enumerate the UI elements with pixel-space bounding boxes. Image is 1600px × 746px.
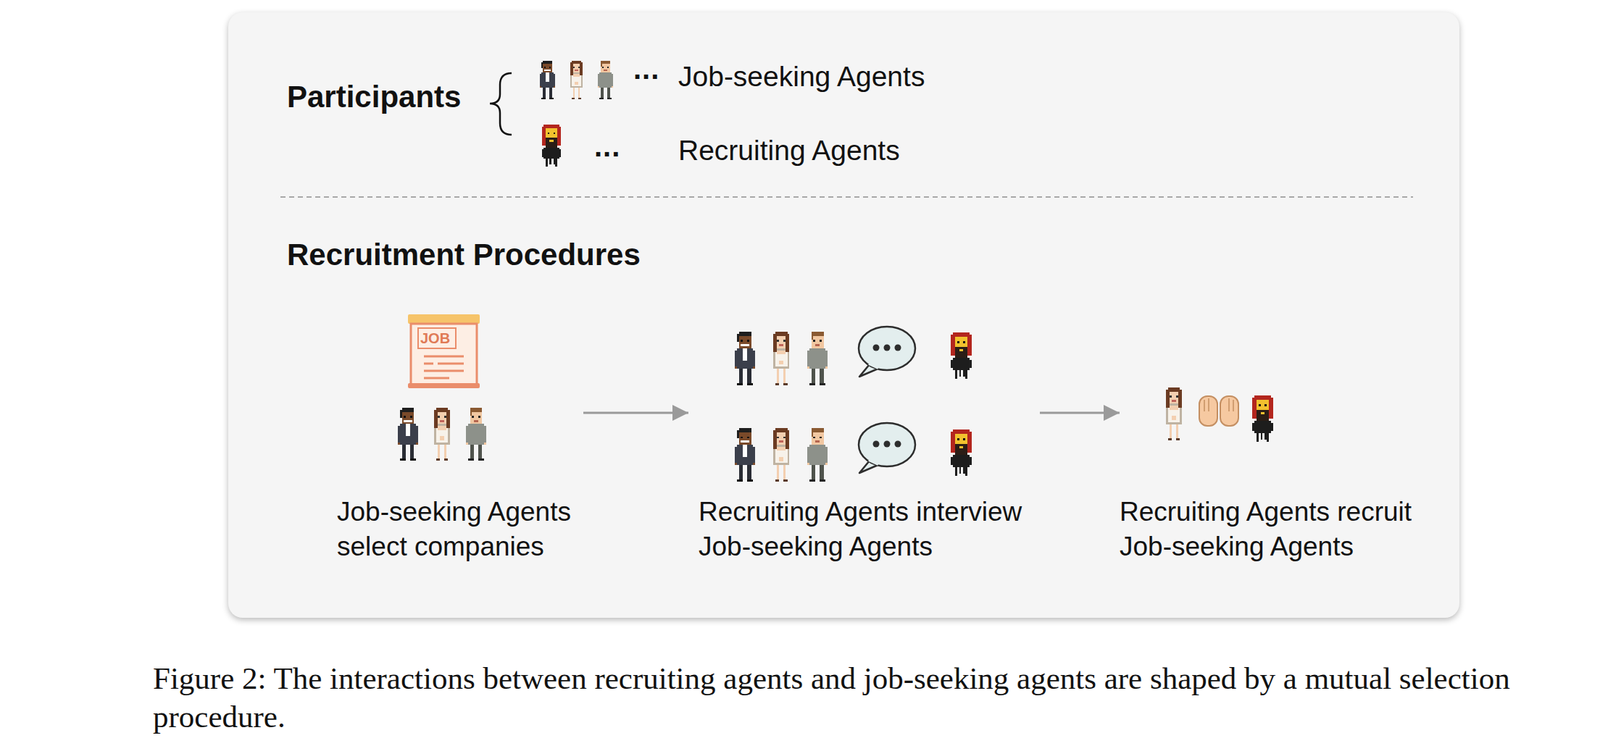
label-slot: Recruiting Agents: [678, 134, 900, 168]
icon-text: JOB: [420, 329, 450, 348]
step-box: Recruiting Agents interview Job-seeking …: [688, 311, 1040, 574]
ellipsis: ...: [633, 54, 660, 84]
role-label: Recruiting Agents: [678, 134, 900, 168]
label-slot: ...: [594, 131, 621, 161]
label-slot: JOB: [420, 329, 450, 348]
section-heading: Recruitment Procedures: [286, 237, 1460, 273]
step-box: Recruiting Agents recruit Job-seeking Ag…: [1119, 311, 1439, 574]
panel: ParticipantsRecruitment ProceduresJob-se…: [228, 12, 1460, 619]
figure-caption: Figure 2: The interactions between recru…: [152, 659, 1574, 737]
ellipsis: ...: [594, 131, 621, 161]
step-caption: Recruiting Agents interview Job-seeking …: [698, 494, 1040, 565]
label-slot: ...: [633, 54, 660, 84]
step-box: Job-seeking Agents select companies: [336, 311, 584, 574]
step-caption: Job-seeking Agents select companies: [336, 494, 584, 565]
label-slot: Job-seeking Agents: [678, 60, 925, 94]
role-label: Job-seeking Agents: [678, 60, 925, 94]
step-caption: Recruiting Agents recruit Job-seeking Ag…: [1119, 494, 1439, 565]
